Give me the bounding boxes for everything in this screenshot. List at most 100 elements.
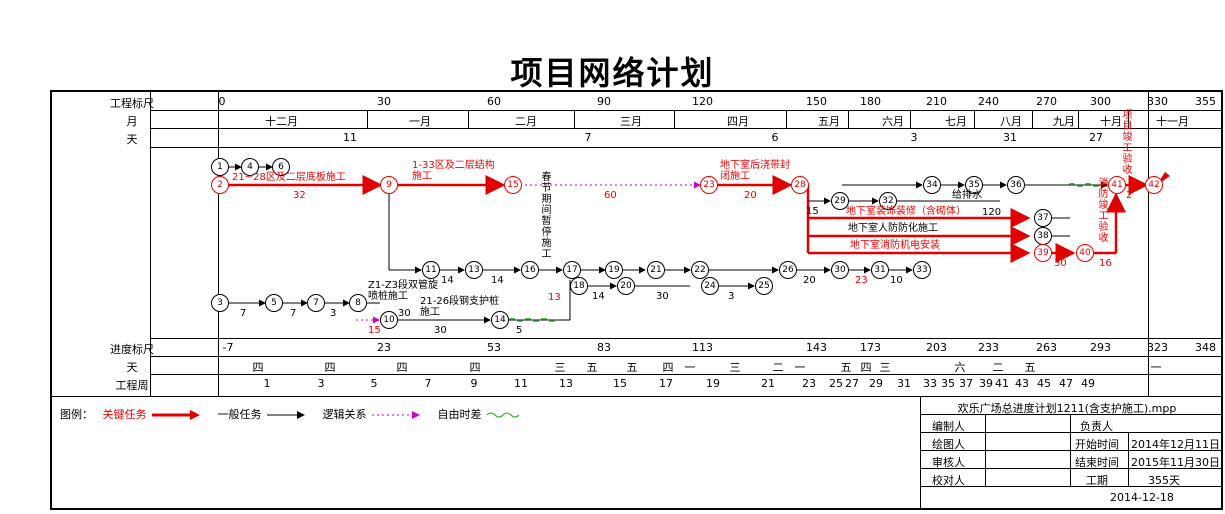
node-2: 2 (211, 176, 229, 194)
weekday-label: 五 (586, 361, 598, 374)
node-9: 9 (380, 176, 398, 194)
task-label-decor: 地下室装饰装修（含砌体） (846, 206, 966, 217)
week-label: 49 (1081, 377, 1095, 390)
task-label-2-9: 21~28区及二层底板施工 (232, 172, 346, 183)
node-13: 13 (465, 261, 483, 279)
progress-tick: 143 (806, 341, 827, 354)
node-14: 14 (491, 311, 509, 329)
node-3: 3 (211, 294, 229, 312)
scale-tick: 270 (1036, 95, 1057, 108)
node-37: 37 (1034, 209, 1052, 227)
node-19: 19 (605, 261, 623, 279)
task-dur-31-33: 10 (890, 275, 903, 286)
legend-logic: 逻辑关系 (322, 408, 367, 421)
task-label-z2: 21-26段钢支护桩施工 (420, 296, 500, 318)
node-4: 4 (241, 158, 259, 176)
info-period-label: 工期 (1086, 474, 1108, 487)
weekday-label: 二 (772, 361, 784, 374)
task-dur-spring: 60 (604, 190, 617, 201)
node-10: 10 (380, 311, 398, 329)
node-5: 5 (265, 294, 283, 312)
weekday-label: 一 (1150, 361, 1162, 374)
progress-tick: -7 (222, 341, 234, 354)
info-start: 2014年12月11日 (1131, 438, 1220, 451)
progress-tick: 323 (1147, 341, 1168, 354)
weekday-label: 三 (879, 361, 891, 374)
progress-tick: 83 (597, 341, 611, 354)
info-reviewer: 审核人 (932, 456, 965, 469)
node-26: 26 (779, 261, 797, 279)
info-drawer: 绘图人 (932, 438, 965, 451)
info-file: 欢乐广场总进度计划1211(含支护施工).mpp (957, 402, 1177, 415)
legend: 图例： 关键任务 一般任务 逻辑关系 自由时差 (60, 406, 525, 422)
task-dur-14: 5 (516, 325, 523, 336)
scale-tick: 120 (692, 95, 713, 108)
node-38: 38 (1034, 227, 1052, 245)
info-owner: 负责人 (1080, 420, 1113, 433)
task-dur-3-5: 7 (240, 308, 247, 319)
task-dur-11-13: 14 (441, 275, 454, 286)
weekday-label: 一 (684, 361, 696, 374)
week-label: 17 (659, 377, 673, 390)
node-34: 34 (923, 176, 941, 194)
progress-tick: 23 (377, 341, 391, 354)
info-period: 355天 (1148, 474, 1180, 487)
legend-critical-arrow (152, 410, 200, 420)
month-label: 十二月 (265, 115, 298, 128)
weekday-label: 二 (992, 361, 1004, 374)
week-label: 43 (1015, 377, 1029, 390)
task-dur-7-8: 3 (330, 308, 337, 319)
task-label-9-15: 1-33区及二层结构施工 (412, 160, 495, 182)
task-label-civ: 地下室人防防化施工 (848, 223, 938, 234)
scale-tick: 210 (926, 95, 947, 108)
weekday-label: 四 (662, 361, 674, 374)
task-label-fire: 地下室消防机电安装 (850, 240, 940, 251)
node-21: 21 (647, 261, 665, 279)
task-dur-decor: 120 (982, 207, 1002, 218)
task-dur-10: 15 (368, 325, 381, 336)
legend-free-wave (486, 412, 520, 418)
week-label: 41 (995, 377, 1009, 390)
node-36: 36 (1007, 176, 1025, 194)
info-end: 2015年11月30日 (1131, 456, 1220, 469)
weekday-label: 五 (626, 361, 638, 374)
node-11: 11 (422, 261, 440, 279)
month-label: 十一月 (1156, 115, 1189, 128)
progress-tick: 113 (692, 341, 713, 354)
month-label: 七月 (945, 115, 967, 128)
task-dur-2: 2 (1126, 190, 1133, 201)
scale-tick: 240 (978, 95, 999, 108)
week-label: 29 (869, 377, 883, 390)
node-8: 8 (349, 294, 367, 312)
month-label: 一月 (409, 115, 431, 128)
task-dur-z1: 30 (398, 308, 411, 319)
row-label-week: 工程周 (115, 379, 149, 392)
week-label: 23 (802, 377, 816, 390)
row-label-month: 月 (126, 115, 138, 128)
month-label: 六月 (882, 115, 904, 128)
week-label: 39 (979, 377, 993, 390)
weekday-label: 四 (469, 361, 481, 374)
node-30: 30 (831, 261, 849, 279)
task-dur-z2: 30 (434, 325, 447, 336)
scale-tick: 300 (1090, 95, 1111, 108)
task-label-spring: 春节期间暂停施工 (541, 172, 552, 260)
week-label: 19 (706, 377, 720, 390)
day-label: 11 (343, 131, 357, 144)
task-dur-5-7: 7 (290, 308, 297, 319)
task-label-z1: Z1-Z3段双管旋喷桩施工 (368, 280, 439, 302)
task-dur-20-22: 30 (656, 291, 669, 302)
day-label: 6 (771, 131, 779, 144)
node-28: 28 (791, 176, 809, 194)
node-33: 33 (913, 261, 931, 279)
task-dur-13: 13 (548, 292, 561, 303)
month-label: 五月 (818, 115, 840, 128)
node-39: 39 (1034, 244, 1052, 262)
progress-tick: 53 (487, 341, 501, 354)
node-7: 7 (307, 294, 325, 312)
task-dur-30: 30 (1054, 258, 1067, 269)
row-label-day: 天 (126, 133, 138, 146)
week-label: 25 (829, 377, 843, 390)
task-dur-30-31: 23 (855, 275, 868, 286)
scale-tick: 60 (487, 95, 501, 108)
